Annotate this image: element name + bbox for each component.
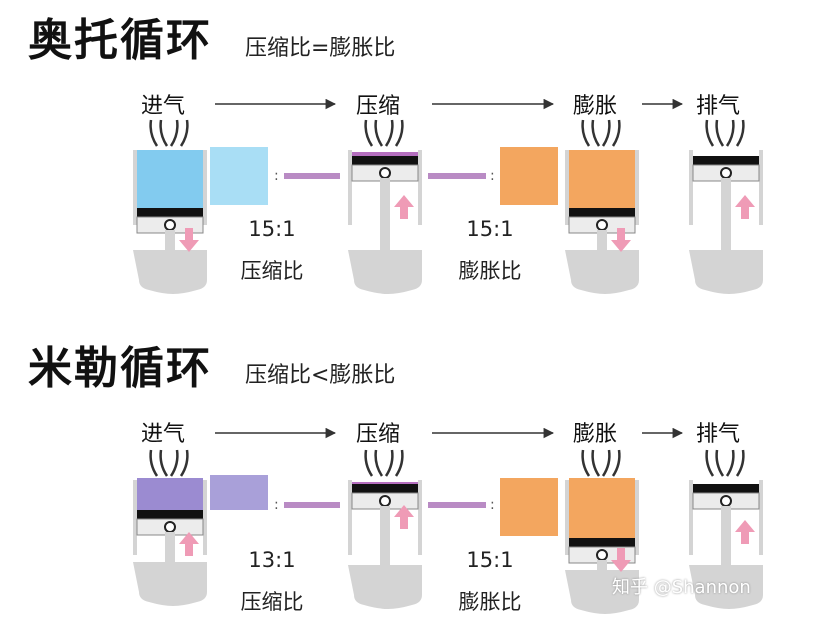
miller-expansion-label: 膨胀比 [458,590,522,614]
otto-compression-label: 压缩比 [240,259,304,283]
otto-title: 奥托循环 [28,15,212,66]
otto-stage-exhaust: 排气 [696,94,741,119]
miller-engine-exhaust [689,449,763,609]
otto-compression-value: 15:1 [248,217,296,241]
svg-text::: : [490,168,495,184]
svg-text::: : [490,497,495,513]
miller-compression-label: 压缩比 [240,590,304,614]
otto-expansion-value: 15:1 [466,217,514,241]
svg-text::: : [274,168,279,184]
otto-engine-exhaust [689,119,763,294]
miller-stage-exhaust: 排气 [696,422,741,447]
otto-expansion-volume-box [500,147,558,205]
miller-stage-intake: 进气 [141,422,186,447]
miller-intake-volume-box [210,475,268,510]
miller-expansion-volume-box [500,478,558,536]
miller-engine-compression [348,449,422,609]
otto-expansion-label: 膨胀比 [458,259,522,283]
svg-text::: : [274,497,279,513]
otto-engine-intake [133,119,207,294]
otto-stage-expansion: 膨胀 [573,94,618,119]
miller-stage-compression: 压缩 [356,422,401,447]
miller-title: 米勒循环 [28,343,212,394]
miller-engine-intake [133,449,207,606]
miller-compression-value: 13:1 [248,548,296,572]
otto-engine-compression [348,119,422,294]
otto-intake-volume-box [210,147,268,205]
otto-stage-compression: 压缩 [356,94,401,119]
otto-stage-intake: 进气 [141,94,186,119]
miller-engine-expansion [565,449,639,614]
miller-subtitle: 压缩比<膨胀比 [245,363,396,388]
miller-stage-expansion: 膨胀 [573,422,618,447]
miller-expansion-value: 15:1 [466,548,514,572]
otto-subtitle: 压缩比=膨胀比 [245,36,396,61]
watermark: 知乎 @Shannon [612,577,751,598]
otto-engine-expansion [565,119,639,294]
